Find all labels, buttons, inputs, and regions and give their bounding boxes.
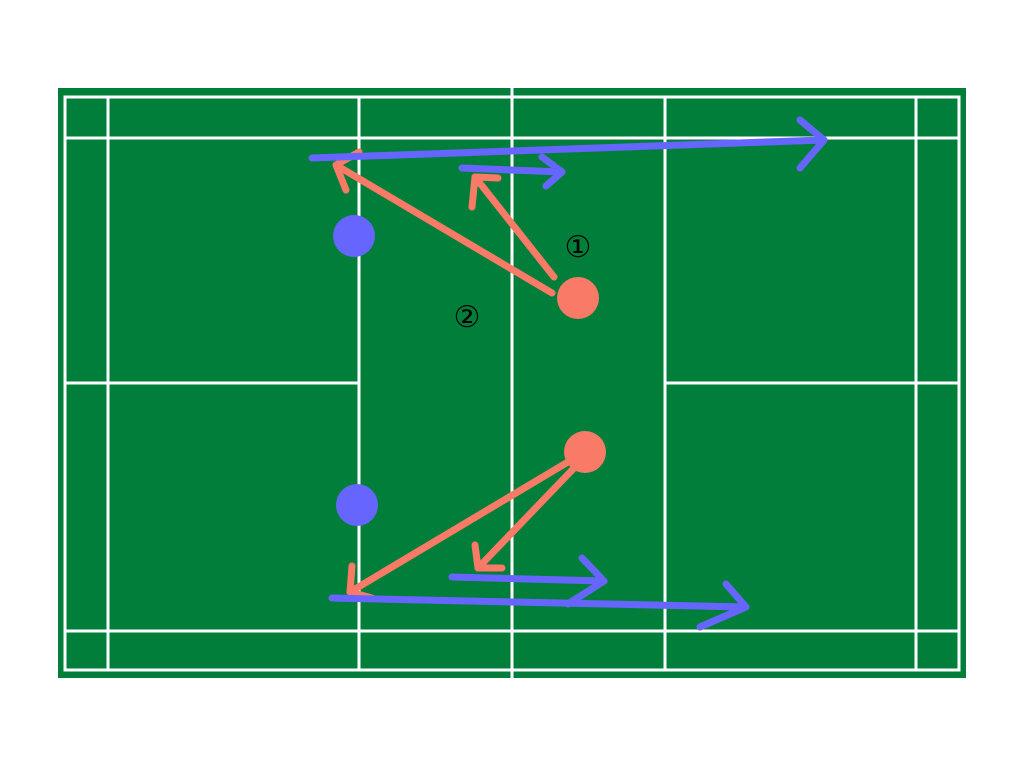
- orange-arrowhead-2: [468, 173, 502, 211]
- player-blue-top: [333, 215, 375, 257]
- orange-arrows: [332, 148, 582, 602]
- blue-arrow-bottom-long: [328, 594, 750, 611]
- blue-arrowhead-bottom-long: [696, 580, 750, 631]
- player-orange-bottom: [564, 431, 606, 473]
- blue-arrow-bottom-short: [448, 573, 608, 585]
- orange-arrowhead-4: [471, 541, 506, 572]
- blue-arrowhead-bottom-short: [564, 554, 608, 608]
- orange-arrow-player2-to-back-middle: [474, 462, 580, 572]
- orange-arrow-player2-to-back-left: [346, 452, 582, 596]
- orange-arrow-player1-to-front-left: [332, 161, 556, 297]
- blue-arrowhead-top-long: [796, 116, 828, 172]
- label-one: ①: [565, 230, 592, 265]
- orange-arrow-player1-to-front-middle: [471, 173, 558, 281]
- blue-arrow-top-short: [458, 164, 566, 176]
- label-two: ②: [454, 300, 481, 335]
- blue-arrowhead-top-short: [538, 153, 566, 190]
- blue-arrows: [308, 116, 828, 631]
- player-orange-top: [557, 277, 599, 319]
- player-blue-bottom: [336, 484, 378, 526]
- blue-arrow-top-long: [308, 136, 828, 162]
